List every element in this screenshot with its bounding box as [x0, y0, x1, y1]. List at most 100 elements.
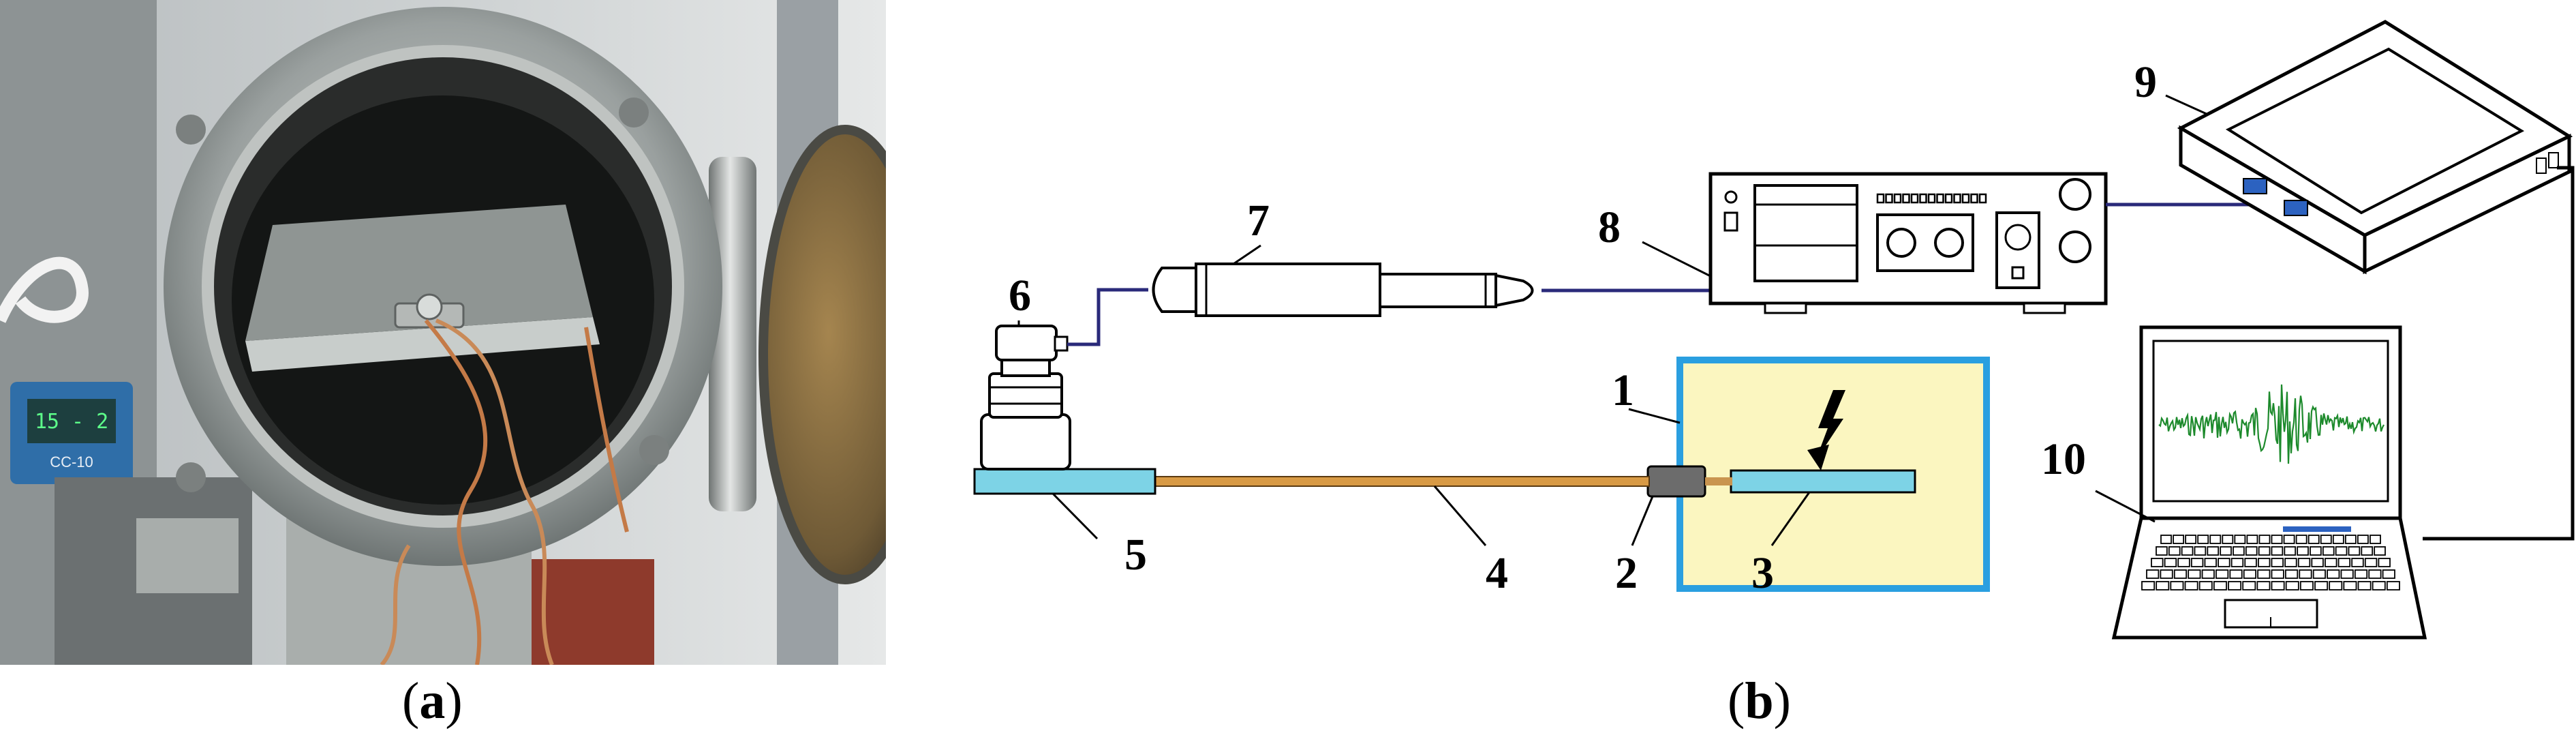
unit-button — [1936, 193, 1944, 204]
laptop-key — [2271, 558, 2284, 567]
leader-8 — [1642, 241, 1711, 278]
laptop-key — [2222, 535, 2234, 544]
laptop-key — [2156, 546, 2168, 556]
leader-3 — [1770, 492, 1811, 546]
laptop-key — [2271, 546, 2284, 556]
laptop-key — [2244, 558, 2257, 567]
laptop-key — [2329, 581, 2343, 590]
laptop-key — [2243, 569, 2257, 579]
unit-button — [1927, 193, 1936, 204]
unit-button — [1970, 193, 1978, 204]
laptop-key — [2335, 546, 2348, 556]
laptop-key — [2220, 546, 2232, 556]
laptop-key — [2320, 535, 2332, 544]
laptop-key — [2372, 581, 2386, 590]
laptop-key — [2258, 535, 2271, 544]
laptop-key — [2271, 581, 2285, 590]
laptop-key — [2160, 535, 2172, 544]
coupler-link — [1705, 477, 1732, 485]
label-9: 9 — [2134, 57, 2157, 107]
flange-bolt — [176, 462, 206, 492]
laptop-key — [2351, 558, 2364, 567]
laptop-key — [2234, 535, 2246, 544]
laptop-key — [2160, 569, 2173, 579]
preamplifier — [1152, 263, 1534, 317]
unit-meter-dial — [2004, 224, 2031, 251]
unit-button — [1902, 193, 1910, 204]
caption-b: (b) — [1728, 672, 1791, 731]
laptop-key — [2164, 558, 2177, 567]
caption-b-close: ) — [1773, 672, 1791, 730]
laptop-key — [2257, 558, 2271, 567]
door-hinge — [709, 157, 756, 511]
recorder-side — [2363, 134, 2571, 274]
laptop-key — [2370, 535, 2381, 544]
sensor-cable — [1067, 288, 1148, 346]
data-recorder — [2177, 20, 2573, 275]
laptop-key — [2354, 569, 2368, 579]
leader-4 — [1433, 485, 1487, 546]
recorder-side-port — [2548, 152, 2559, 168]
label-7: 7 — [1247, 196, 1270, 245]
sensor-connector — [1054, 335, 1069, 352]
laptop-keyboard — [2141, 535, 2400, 590]
white-cable — [0, 256, 89, 323]
sample-waveguide — [1730, 469, 1916, 494]
unit-meter-switch — [2011, 266, 2025, 280]
laptop-key — [2348, 546, 2361, 556]
laptop-key — [2322, 546, 2335, 556]
laptop-key — [2181, 546, 2194, 556]
acoustic-emission-waveform — [2158, 384, 2385, 464]
flange-bolt — [619, 98, 649, 128]
laptop-key — [2299, 581, 2314, 590]
laptop-key — [2229, 569, 2243, 579]
flange-bolt — [639, 435, 669, 465]
laptop-key — [2188, 569, 2201, 579]
clamp-nut — [416, 293, 443, 320]
laptop-key — [2141, 581, 2156, 590]
label-6: 6 — [1009, 271, 1031, 320]
laptop-key — [2382, 569, 2395, 579]
laptop-key — [2271, 569, 2284, 579]
laptop-key — [2218, 558, 2230, 567]
sensor-nut — [988, 372, 1063, 419]
sample-plate — [245, 317, 600, 372]
label-10: 10 — [2041, 434, 2086, 484]
label-4: 4 — [1486, 548, 1508, 598]
laptop-key — [2207, 546, 2220, 556]
laptop-key — [2170, 581, 2184, 590]
unit-screen — [1753, 184, 1858, 282]
laptop-key — [2299, 569, 2312, 579]
laptop-key — [2177, 558, 2190, 567]
copper-wire — [584, 327, 629, 533]
laptop-key — [2297, 546, 2309, 556]
laptop — [2111, 325, 2427, 640]
laptop-key — [2295, 535, 2307, 544]
laptop-key — [2257, 569, 2271, 579]
laptop-key — [2197, 535, 2209, 544]
laptop-key — [2325, 558, 2337, 567]
unit-led — [1724, 190, 1738, 204]
laptop-key — [2146, 569, 2160, 579]
caption-a: (a) — [402, 672, 463, 731]
setup-schematic: 1 2 3 4 5 6 7 8 9 10 — [973, 20, 2575, 640]
laptop-key — [2332, 535, 2344, 544]
preamp-body — [1195, 263, 1381, 317]
chamber-door — [758, 125, 886, 584]
laptop-key — [2374, 546, 2386, 556]
ae-measuring-unit — [1708, 172, 2108, 314]
sample-plate-back — [245, 205, 593, 341]
label-5: 5 — [1124, 530, 1147, 580]
controller-model: СС-10 — [50, 453, 93, 470]
laptop-key — [2230, 558, 2244, 567]
recorder-side-port — [2536, 158, 2547, 174]
unit-knob — [1886, 228, 1916, 258]
lightning-icon — [1815, 390, 1845, 461]
laptop-key — [2213, 581, 2227, 590]
label-3: 3 — [1751, 548, 1774, 598]
unit-button — [1876, 193, 1885, 204]
coupler — [1646, 465, 1706, 498]
leader-7 — [1233, 244, 1261, 265]
sensor-head — [995, 325, 1058, 361]
